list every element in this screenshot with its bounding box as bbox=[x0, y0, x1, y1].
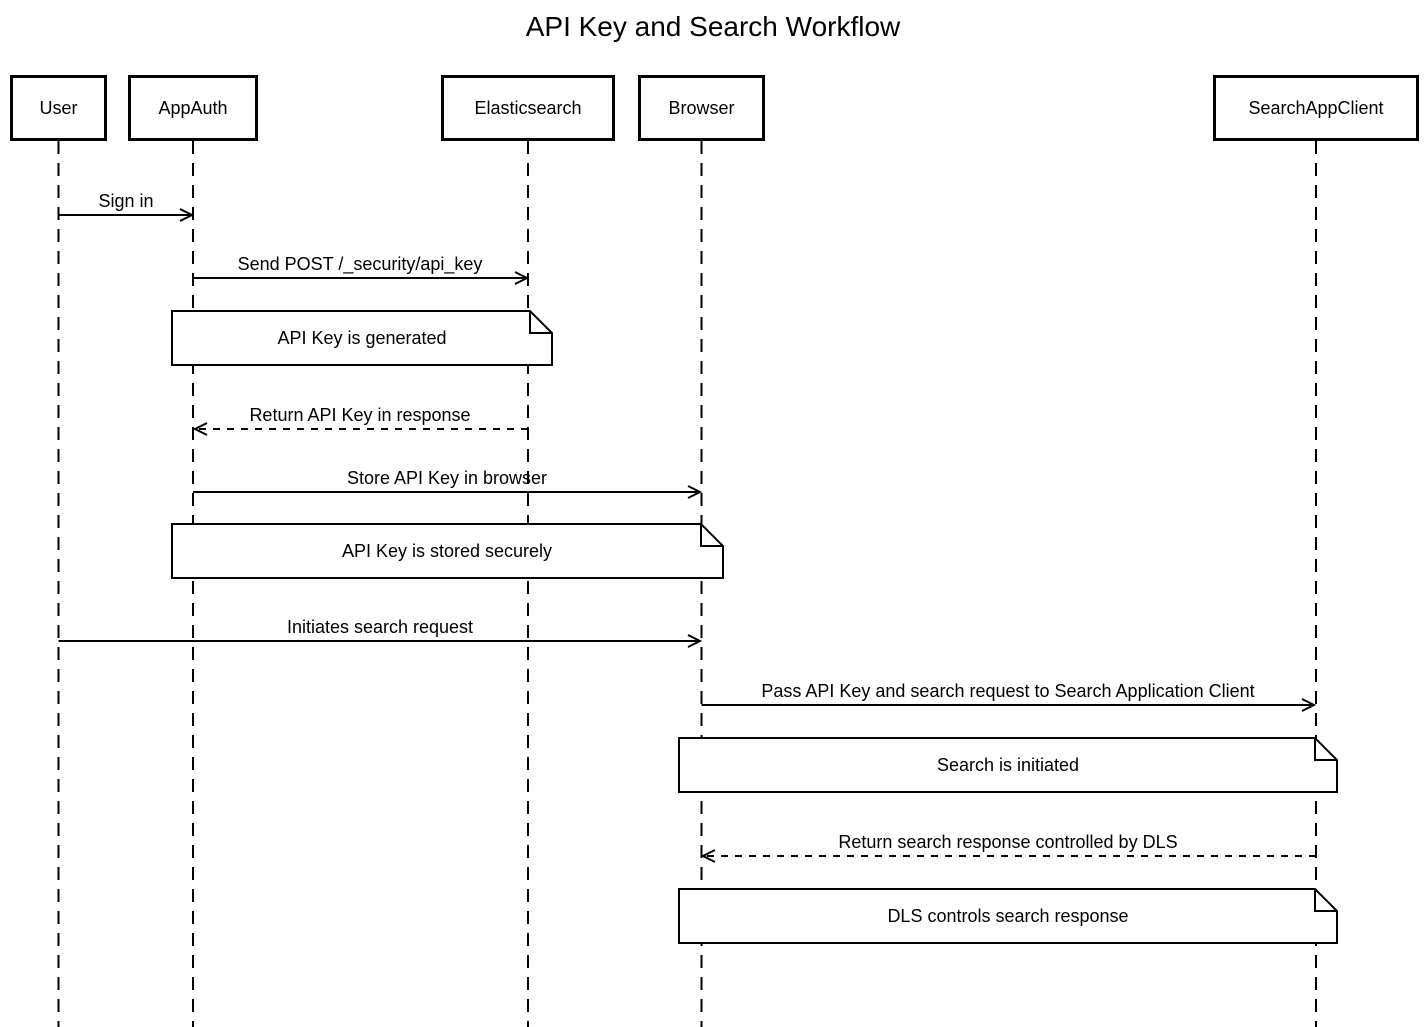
note-dls-controls: DLS controls search response bbox=[678, 888, 1338, 944]
note-label: API Key is generated bbox=[277, 328, 446, 348]
actor-label-appauth: AppAuth bbox=[158, 98, 227, 118]
message-label: Pass API Key and search request to Searc… bbox=[761, 681, 1254, 701]
message-label: Send POST /_security/api_key bbox=[238, 254, 483, 275]
actor-box-elasticsearch bbox=[441, 75, 615, 141]
message-return-api-key: Return API Key in response bbox=[192, 405, 528, 436]
note-shape bbox=[171, 310, 553, 366]
message-label: Return search response controlled by DLS bbox=[838, 832, 1177, 852]
note-label: Search is initiated bbox=[937, 755, 1079, 775]
note-label: API Key is stored securely bbox=[342, 541, 552, 561]
note-fold-icon bbox=[1314, 889, 1337, 912]
message-label: Store API Key in browser bbox=[347, 468, 547, 488]
actor-user: User bbox=[10, 75, 107, 141]
actor-label-browser: Browser bbox=[668, 98, 734, 118]
note-fold-icon bbox=[700, 524, 723, 547]
actor-browser: Browser bbox=[638, 75, 765, 141]
actor-box-appauth bbox=[128, 75, 258, 141]
actor-label-user: User bbox=[39, 98, 77, 118]
message-label: Sign in bbox=[98, 191, 153, 211]
actor-box-searchappclient bbox=[1213, 75, 1419, 141]
note-search-initiated: Search is initiated bbox=[678, 737, 1338, 793]
message-sign-in: Sign in bbox=[58, 191, 195, 222]
note-fold-icon bbox=[1314, 738, 1337, 761]
message-send-post-api-key: Send POST /_security/api_key bbox=[193, 254, 530, 285]
message-label: Return API Key in response bbox=[249, 405, 470, 425]
note-fold-icon bbox=[529, 311, 552, 334]
note-api-key-stored: API Key is stored securely bbox=[171, 523, 724, 579]
note-shape bbox=[678, 737, 1338, 793]
actor-searchappclient: SearchAppClient bbox=[1213, 75, 1419, 141]
actor-box-browser bbox=[638, 75, 765, 141]
message-return-search-response: Return search response controlled by DLS bbox=[700, 832, 1316, 863]
message-initiates-search: Initiates search request bbox=[58, 617, 703, 648]
actor-box-user bbox=[10, 75, 107, 141]
actor-label-elasticsearch: Elasticsearch bbox=[474, 98, 581, 118]
note-shape bbox=[171, 523, 724, 579]
note-shape bbox=[678, 888, 1338, 944]
actor-elasticsearch: Elasticsearch bbox=[441, 75, 615, 141]
actor-label-searchappclient: SearchAppClient bbox=[1248, 98, 1383, 118]
note-api-key-generated: API Key is generated bbox=[171, 310, 553, 366]
message-pass-api-key: Pass API Key and search request to Searc… bbox=[701, 681, 1317, 712]
diagram-title: API Key and Search Workflow bbox=[526, 11, 901, 42]
message-label: Initiates search request bbox=[287, 617, 473, 637]
actor-appauth: AppAuth bbox=[128, 75, 258, 141]
message-store-api-key: Store API Key in browser bbox=[193, 468, 703, 499]
note-label: DLS controls search response bbox=[887, 906, 1128, 926]
